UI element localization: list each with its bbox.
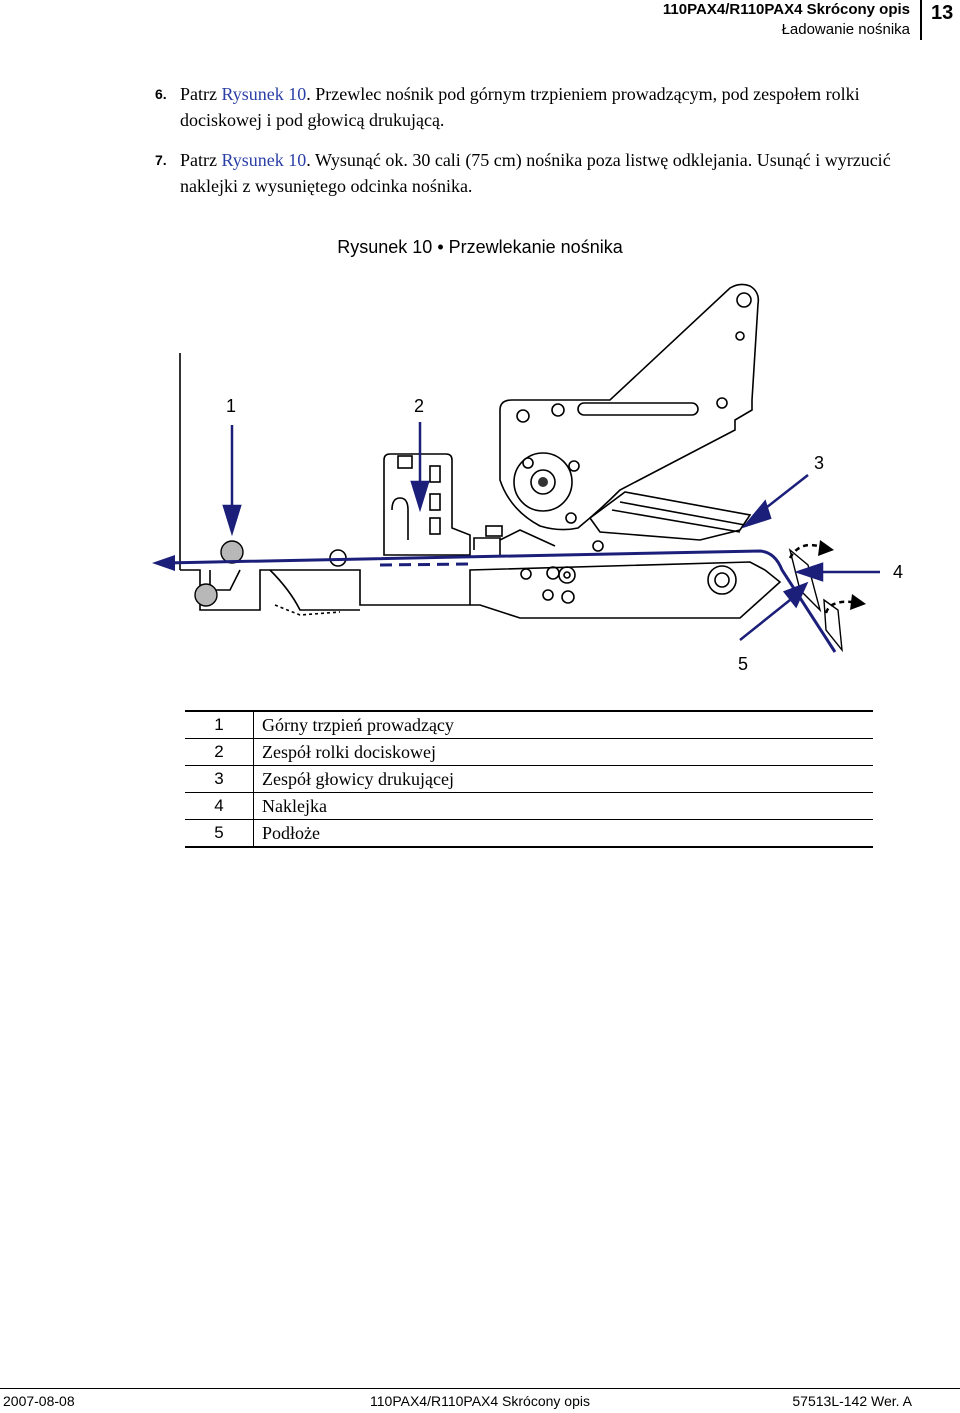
callout-3: 3 [814, 453, 824, 473]
footer-document-title: 110PAX4/R110PAX4 Skrócony opis [370, 1393, 590, 1409]
callout-4: 4 [893, 562, 903, 582]
figure-link[interactable]: Rysunek 10 [221, 84, 307, 104]
footer-date: 2007-08-08 [3, 1393, 75, 1409]
step-7: 7. Patrz Rysunek 10. Wysunąć ok. 30 cali… [155, 147, 915, 199]
step-prefix: Patrz [180, 150, 222, 170]
figure-link[interactable]: Rysunek 10 [221, 150, 307, 170]
legend-label: Naklejka [253, 792, 873, 820]
step-6: 6. Patrz Rysunek 10. Przewlec nośnik pod… [155, 81, 915, 133]
legend-number: 1 [185, 710, 254, 739]
step-body: . Przewlec nośnik pod górnym trzpieniem … [180, 84, 860, 130]
header-section: Ładowanie nośnika [781, 21, 910, 38]
legend-number: 3 [185, 765, 254, 793]
legend-number: 2 [185, 738, 254, 766]
legend-label: Zespół głowicy drukującej [253, 765, 873, 793]
header-divider [920, 0, 922, 40]
figure-caption: Rysunek 10 • Przewlekanie nośnika [337, 237, 623, 257]
step-number: 6. [155, 86, 167, 102]
media-path-illustration: 1 2 3 4 5 [152, 283, 903, 674]
footer-divider [0, 1388, 960, 1389]
legend-label: Zespół rolki dociskowej [253, 738, 873, 766]
step-body: . Wysunąć ok. 30 cali (75 cm) nośnika po… [180, 150, 891, 196]
step-number: 7. [155, 152, 167, 168]
callout-1: 1 [226, 396, 236, 416]
upper-guide-post-icon [220, 540, 244, 564]
callout-2: 2 [414, 396, 424, 416]
page-number: 13 [931, 2, 954, 24]
legend-label: Podłoże [253, 819, 873, 848]
legend-number: 5 [185, 819, 254, 848]
footer-document-number: 57513L-142 Wer. A [792, 1393, 912, 1409]
header-title: 110PAX4/R110PAX4 Skrócony opis [662, 1, 910, 18]
step-prefix: Patrz [180, 84, 222, 104]
callout-5: 5 [738, 654, 748, 674]
step-text: Patrz Rysunek 10. Wysunąć ok. 30 cali (7… [180, 147, 915, 199]
legend-label: Górny trzpień prowadzący [253, 710, 873, 739]
legend-number: 4 [185, 792, 254, 820]
step-text: Patrz Rysunek 10. Przewlec nośnik pod gó… [180, 81, 915, 133]
